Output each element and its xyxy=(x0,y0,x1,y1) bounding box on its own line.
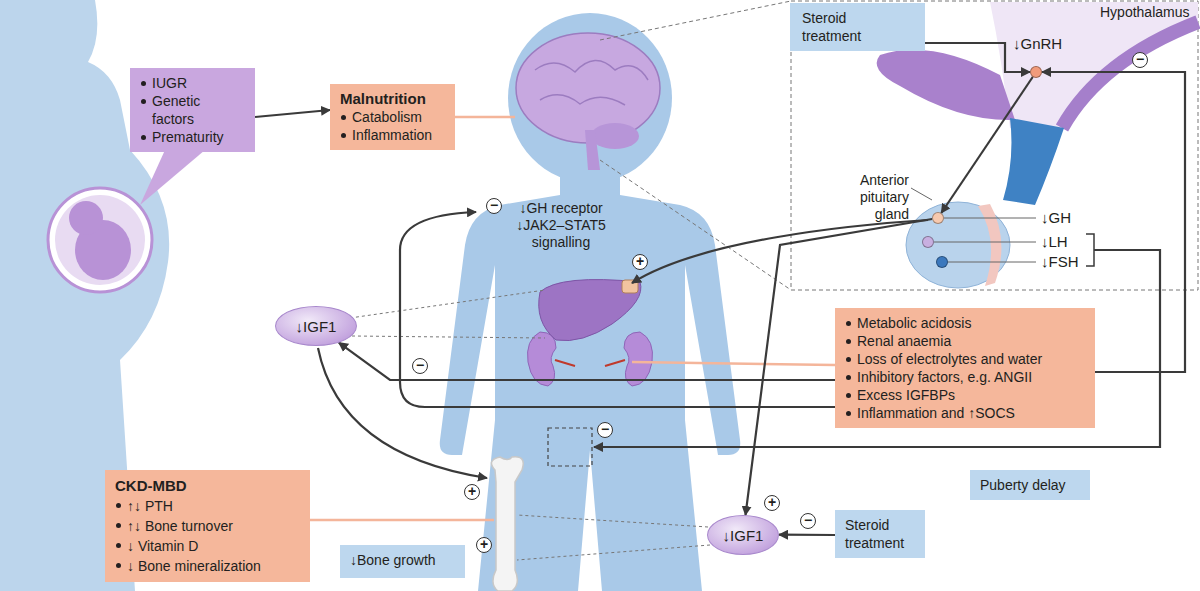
brainstem xyxy=(585,130,600,170)
hypothalamus-area xyxy=(990,2,1198,130)
gonad-frame xyxy=(548,428,592,466)
sign-circle: + xyxy=(464,484,480,500)
sign-circle: − xyxy=(486,198,502,214)
treatment-box: Steroid treatment xyxy=(790,3,925,51)
sign-circle: − xyxy=(800,513,816,529)
outcome-box: Puberty delay xyxy=(970,470,1090,500)
region-label: Hypothalamus xyxy=(1100,4,1190,21)
hypothalamus-band xyxy=(1062,22,1198,128)
factor-box: MalnutritionCatabolismInflammation xyxy=(330,84,455,150)
dashed-link xyxy=(517,515,708,527)
womb xyxy=(48,188,152,292)
bullet-item: Prematurity xyxy=(140,128,245,146)
factor-box: CKD-MBD↑↓ PTH↑↓ Bone turnover↓ Vitamin D… xyxy=(105,470,310,582)
bullet-item: Excess IGFBPs xyxy=(845,386,1085,404)
kidney xyxy=(528,332,557,386)
sign-circle: + xyxy=(476,537,492,553)
hormone-ellipse: ↓IGF1 xyxy=(275,306,357,346)
connector-arrow xyxy=(255,110,330,117)
pituitary-stalk xyxy=(1003,118,1064,205)
hormone-ellipse: ↓IGF1 xyxy=(707,515,779,555)
inhibition-arrow xyxy=(400,212,835,407)
hormone-label: ↓GnRH xyxy=(1013,35,1062,53)
hormone-dot: ↓GnRH xyxy=(1030,66,1042,78)
dashed-link xyxy=(350,290,545,318)
renal-vessel xyxy=(555,360,625,366)
hormone-label: ↓IGF1 xyxy=(296,318,337,335)
leader-line xyxy=(948,262,1036,263)
leader-line xyxy=(632,362,835,365)
receptor-label: ↓GH receptor ↓JAK2–STAT5 signalling xyxy=(505,200,617,251)
zoom-line xyxy=(600,1,791,40)
brain xyxy=(516,33,660,143)
leader-line xyxy=(310,519,494,522)
hormone-dot: ↓LH xyxy=(922,236,934,248)
treatment-box: Steroid treatment xyxy=(835,510,925,558)
factor-box: Metabolic acidosisRenal anaemiaLoss of e… xyxy=(835,308,1095,428)
zoom-line xyxy=(600,160,791,290)
bracket xyxy=(1086,234,1094,266)
connector-arrow xyxy=(339,343,835,380)
sign-circle: − xyxy=(412,358,428,374)
box-text: Puberty delay xyxy=(980,476,1080,494)
sign-circle: − xyxy=(1132,52,1148,68)
connector-arrow xyxy=(779,534,835,536)
bullet-item: ↓ Vitamin D xyxy=(115,536,300,556)
femur xyxy=(491,457,523,591)
child-body xyxy=(440,195,741,591)
callout-pointer xyxy=(140,150,205,205)
sign-circle: − xyxy=(597,422,613,438)
zoom-frame xyxy=(791,1,1198,290)
leader-line xyxy=(934,242,1036,243)
bullet-item: Metabolic acidosis xyxy=(845,314,1085,332)
box-text: Steroid treatment xyxy=(845,516,915,552)
hormone-label: ↓FSH xyxy=(1041,253,1079,271)
puberty-arrow xyxy=(594,250,1160,447)
bullet-item: ↑↓ PTH xyxy=(115,496,300,516)
bullet-item: ↓ Bone mineralization xyxy=(115,556,300,576)
bullet-item: Inhibitory factors, e.g. ANGII xyxy=(845,368,1085,386)
igf1-to-bone-arrow xyxy=(318,348,487,478)
box-text: Steroid treatment xyxy=(802,9,885,45)
outcome-box: ↓Bone growth xyxy=(340,545,465,578)
hormone-dot: ↓GH xyxy=(932,212,944,224)
child-head xyxy=(508,13,672,183)
box-text: ↓Bone growth xyxy=(350,551,455,569)
hormone-label: ↓LH xyxy=(1041,233,1068,251)
region-label: Anterior pituitary gland xyxy=(833,172,909,223)
sign-circle: + xyxy=(632,254,648,270)
kidney xyxy=(624,332,653,386)
bullet-item: Genetic factors xyxy=(140,92,245,128)
bullet-item: ↑↓ Bone turnover xyxy=(115,516,300,536)
leader-line xyxy=(911,188,932,200)
bullet-item: Loss of electrolytes and water xyxy=(845,350,1085,368)
brain-gyri xyxy=(535,60,648,105)
bullet-item: Renal anaemia xyxy=(845,332,1085,350)
fetus-head xyxy=(69,201,103,235)
dashed-link xyxy=(352,336,545,338)
hormone-label: ↓IGF1 xyxy=(723,527,764,544)
dashed-link xyxy=(517,545,710,560)
connector-arrow xyxy=(941,77,1032,213)
box-heading: CKD-MBD xyxy=(115,476,300,496)
hormone-label: ↓GH xyxy=(1041,209,1071,227)
bullet-item: Catabolism xyxy=(340,108,445,126)
hormone-dot: ↓FSH xyxy=(936,256,948,268)
liver xyxy=(539,280,641,341)
optic-chiasm xyxy=(877,50,1015,120)
bullet-item: Inflammation xyxy=(340,126,445,144)
bullet-item: Inflammation and ↑SOCS xyxy=(845,404,1085,422)
posterior-lobe xyxy=(978,204,1001,286)
leader-line xyxy=(944,218,1036,219)
bullet-item: IUGR xyxy=(140,74,245,92)
cause-box: IUGRGenetic factorsPrematurity xyxy=(130,68,255,152)
leader-line xyxy=(455,116,515,119)
pituitary-gland xyxy=(906,202,1010,288)
cerebellum xyxy=(591,123,639,149)
sign-circle: + xyxy=(764,495,780,511)
box-heading: Malnutrition xyxy=(340,90,445,108)
womb-inner xyxy=(55,195,145,285)
